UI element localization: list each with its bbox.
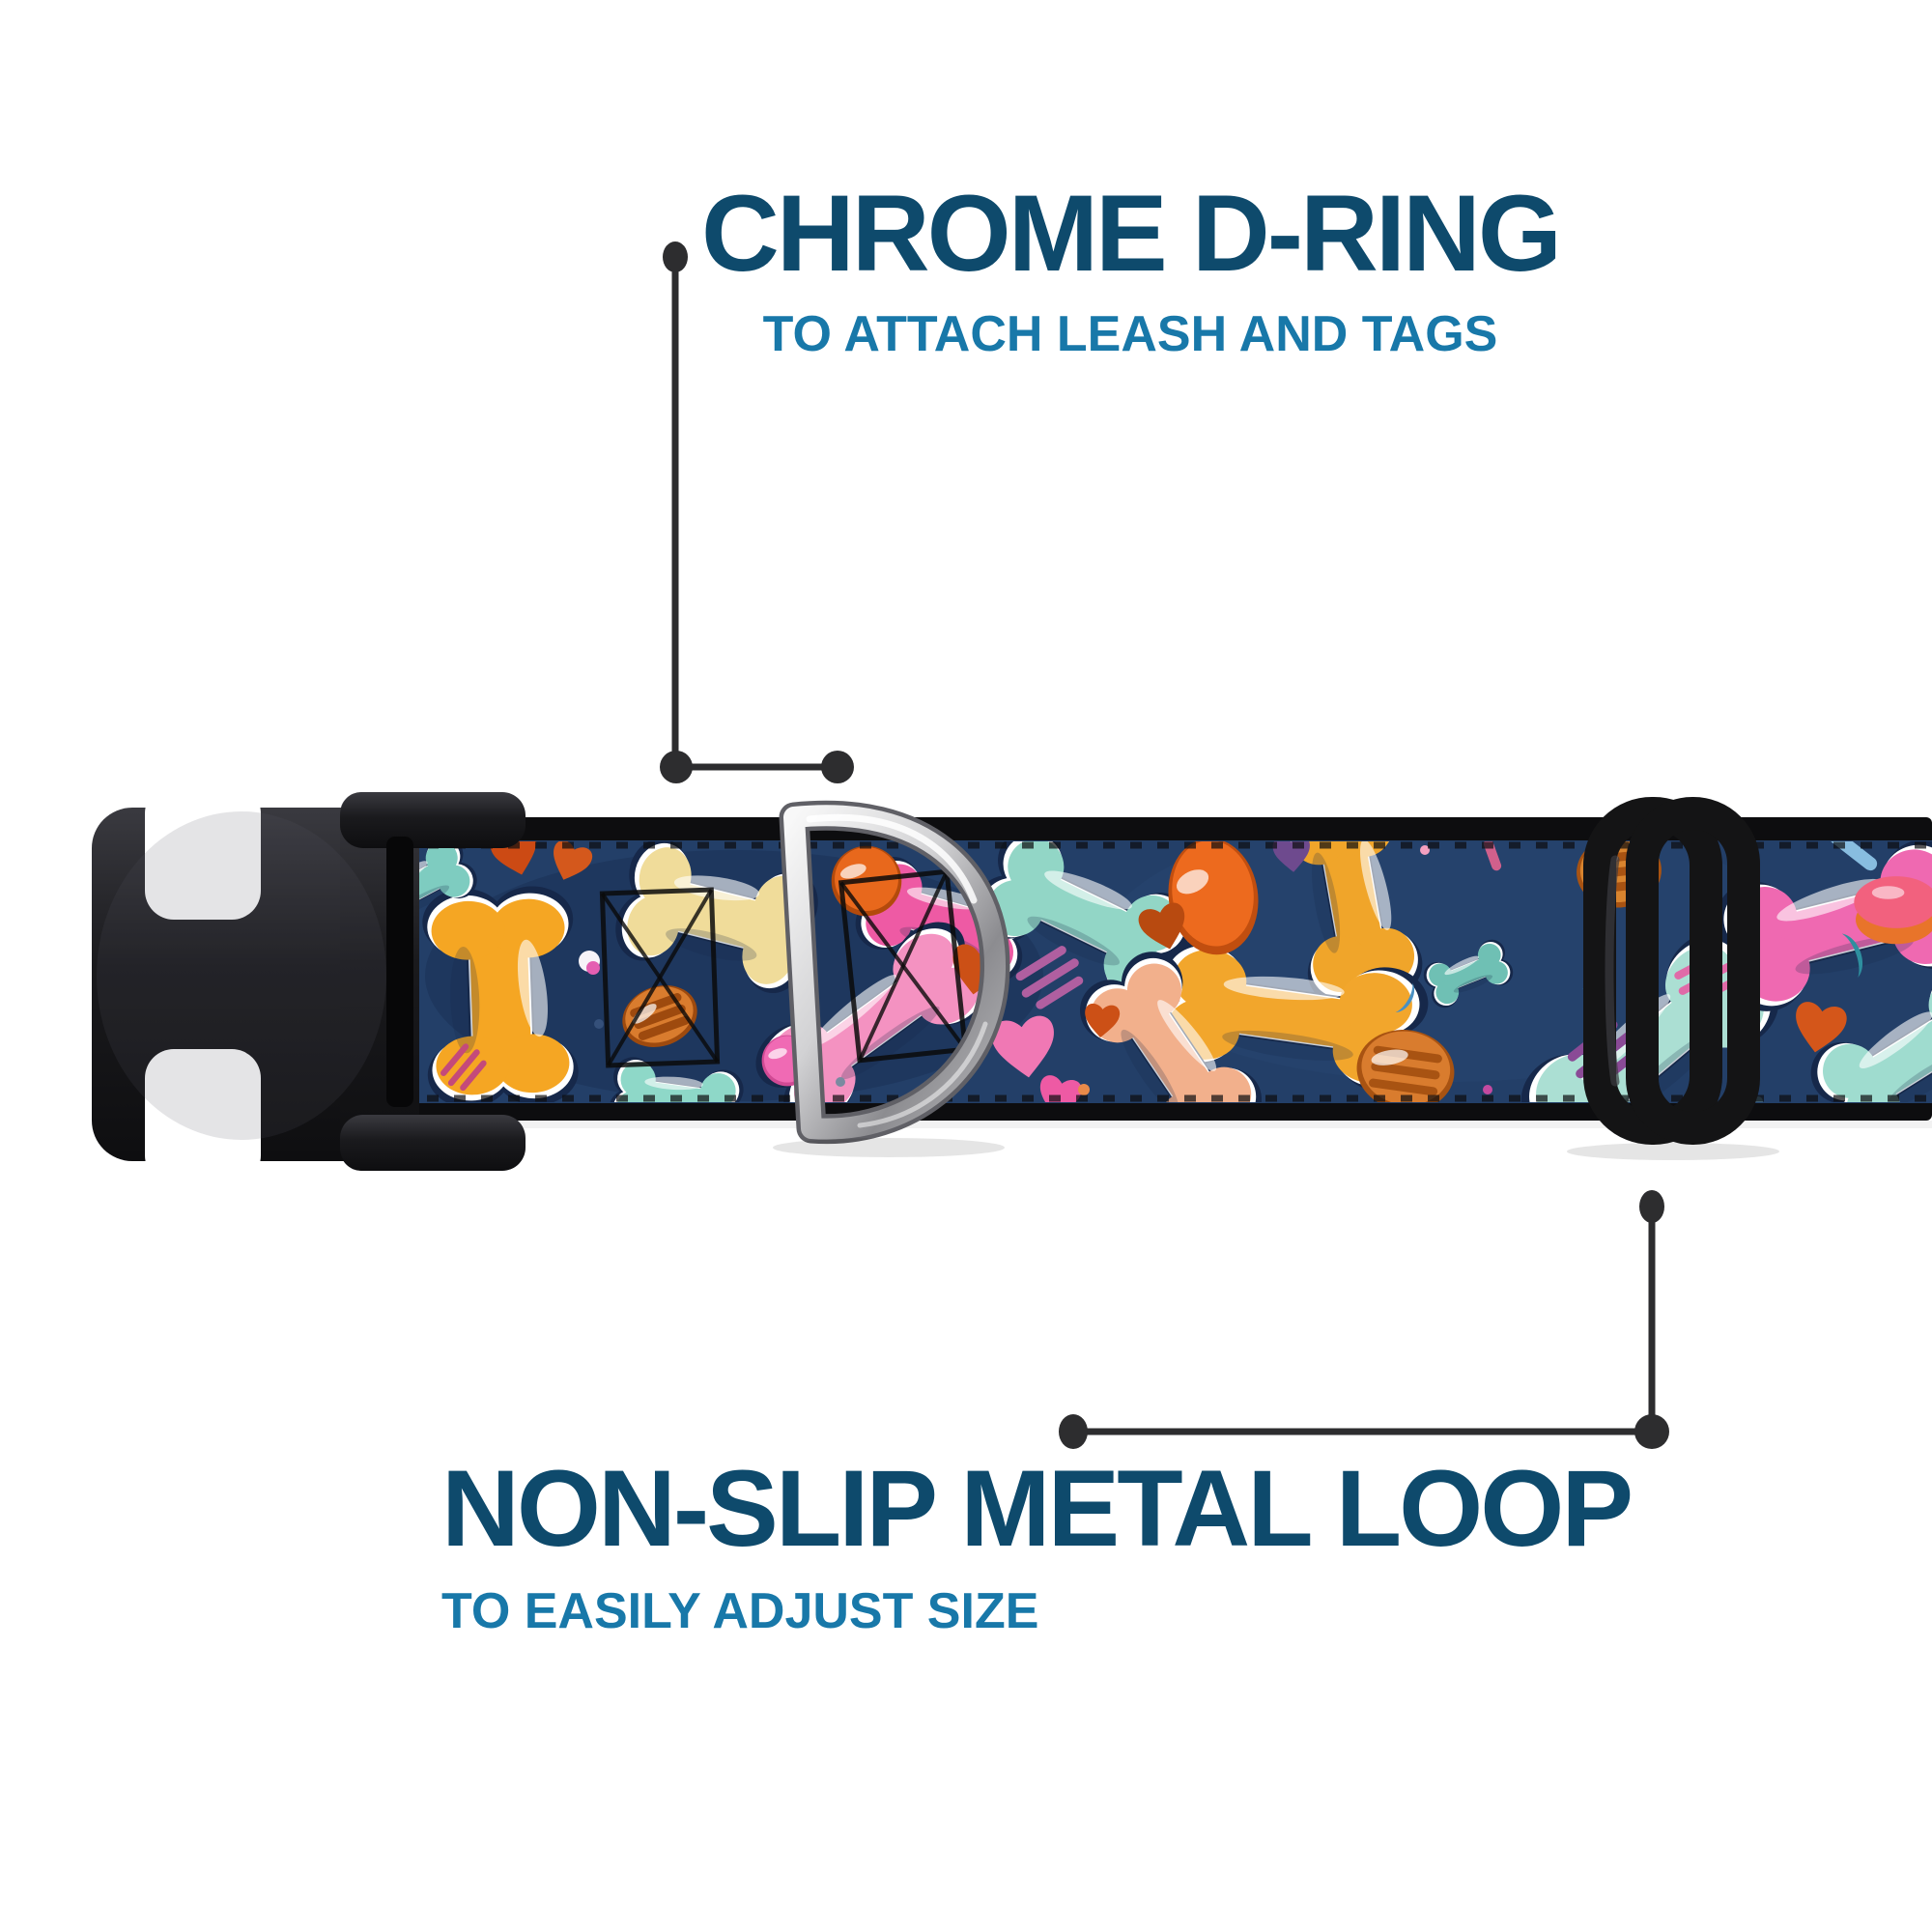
callout-bottom: NON-SLIP METAL LOOP TO EASILY ADJUST SIZ… <box>441 1448 1813 1639</box>
pattern-treat <box>1168 841 1259 955</box>
d-ring-glint-top <box>806 813 978 904</box>
stitch-box <box>599 887 721 1068</box>
pattern-bone <box>1146 935 1434 1097</box>
d-ring-shadow <box>773 1138 1005 1157</box>
callout-bottom-end-dot <box>1059 1414 1088 1449</box>
stitch-box <box>838 868 969 1064</box>
metal-loop <box>1567 797 1779 1160</box>
pattern-dot <box>1078 1084 1090 1095</box>
d-ring <box>773 800 1010 1157</box>
pattern-dot <box>586 961 600 975</box>
buckle-bottom-notch <box>145 1049 261 1184</box>
pattern-bone <box>964 841 1204 1014</box>
callout-top-end-dot <box>821 751 854 783</box>
pattern-bone <box>421 885 580 1102</box>
pattern-treat <box>1854 876 1932 945</box>
pattern-bone <box>1419 935 1518 1012</box>
pattern-dot <box>836 1077 845 1087</box>
pattern-dot <box>594 1019 604 1029</box>
collar-shadow <box>398 1121 1932 1128</box>
metal-loop-right <box>1626 797 1760 1145</box>
callout-bottom-title: NON-SLIP METAL LOOP <box>441 1448 1634 1569</box>
buckle-top-notch <box>145 784 261 920</box>
callout-top-title: CHROME D-RING <box>700 173 1562 294</box>
callout-top-connector <box>660 242 854 783</box>
callout-top-subtitle: TO ATTACH LEASH AND TAGS <box>762 306 1498 362</box>
pattern-treat <box>1356 1030 1455 1102</box>
pattern-stick <box>1828 841 1878 871</box>
callout-bottom-subtitle: TO EASILY ADJUST SIZE <box>441 1583 1039 1639</box>
metal-loop-shadow <box>1567 1143 1779 1160</box>
metal-loop-glint <box>1605 855 1620 1087</box>
pattern-bone <box>1708 841 1932 1020</box>
pattern-bone <box>606 1054 747 1102</box>
pattern-dot <box>1483 1085 1492 1094</box>
callout-top: CHROME D-RING TO ATTACH LEASH AND TAGS <box>647 173 1613 362</box>
buckle-webbing-slot <box>386 837 413 1107</box>
buckle-highlight <box>97 811 386 1140</box>
buckle <box>92 784 526 1184</box>
collar-band <box>398 817 1932 1128</box>
callout-bottom-start-dot <box>1639 1190 1664 1223</box>
bone-pattern-layer <box>400 841 1932 1102</box>
pattern-bone <box>1067 939 1274 1102</box>
callout-bottom-connector <box>1059 1190 1669 1449</box>
buckle-bottom-arm <box>340 1115 526 1171</box>
pattern-bone <box>1799 955 1932 1102</box>
callout-top-start-dot <box>663 242 688 272</box>
pattern-dot <box>1420 845 1430 855</box>
pattern-treat <box>622 985 697 1047</box>
d-ring-glint-bottom <box>857 1021 988 1128</box>
buckle-top-arm <box>340 792 526 848</box>
pattern-bone <box>1277 841 1428 1010</box>
